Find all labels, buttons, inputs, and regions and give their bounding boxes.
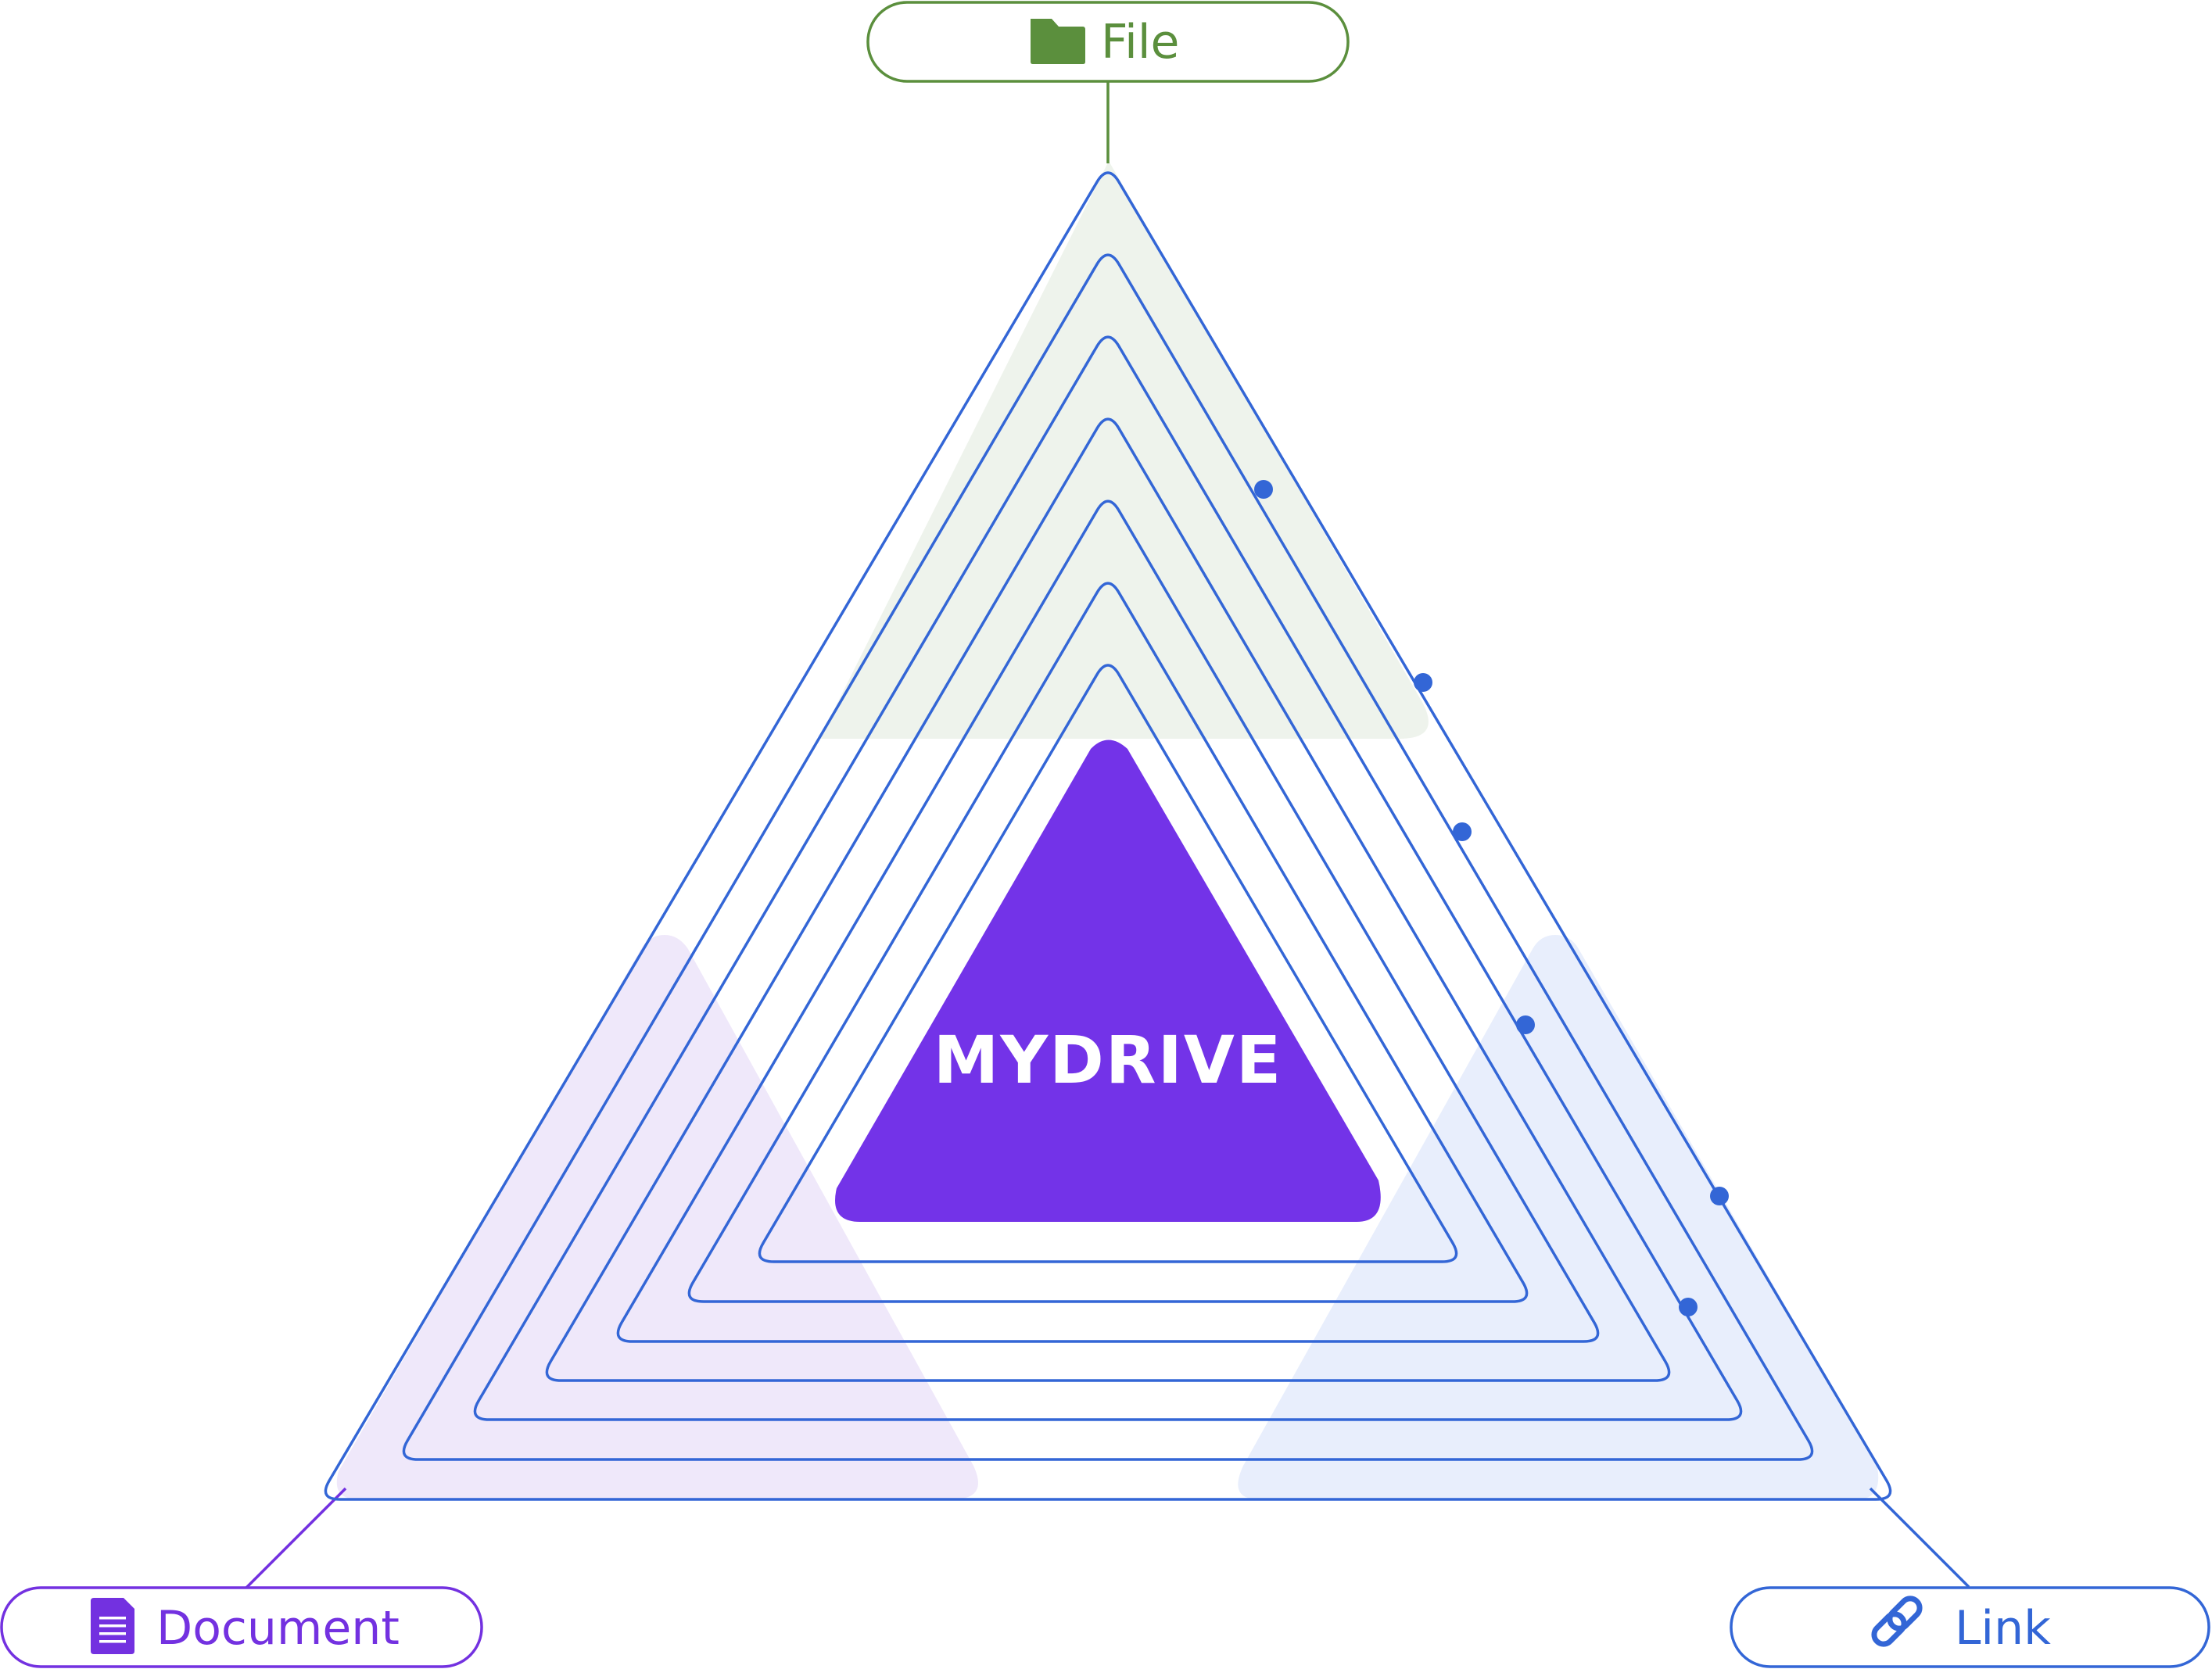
document-icon <box>91 1598 134 1654</box>
break-dots <box>1254 480 1729 1316</box>
center-triangle <box>835 740 1381 1222</box>
dot <box>1453 822 1472 841</box>
connectors <box>245 81 1970 1589</box>
nested-triangle-rings <box>324 171 1892 1501</box>
file-node[interactable]: File <box>866 1 1350 83</box>
triangle-ring <box>402 253 1814 1461</box>
folder-icon <box>1031 19 1085 64</box>
document-node[interactable]: Document <box>0 1586 483 1668</box>
document-connector <box>245 1487 347 1589</box>
triangle-ring <box>545 417 1671 1382</box>
file-label: File <box>1101 15 1179 70</box>
dot <box>1679 1298 1698 1316</box>
file-pill[interactable] <box>866 1 1350 83</box>
link-label: Link <box>1955 1601 2051 1656</box>
link-pill[interactable] <box>1730 1586 2210 1668</box>
dot <box>1516 1015 1535 1034</box>
link-connector <box>1869 1487 1970 1588</box>
link-zone <box>1238 935 1879 1499</box>
center-node: MYDRIVE <box>835 740 1381 1222</box>
triangle-ring <box>473 335 1743 1421</box>
dot <box>1254 480 1273 499</box>
link-node[interactable]: Link <box>1730 1586 2210 1668</box>
document-zone <box>336 935 978 1499</box>
dot <box>1414 673 1432 692</box>
center-label: MYDRIVE <box>934 1022 1282 1098</box>
triangle-ring <box>758 664 1458 1263</box>
triangle-ring <box>324 171 1892 1501</box>
zones <box>336 161 1879 1499</box>
dot <box>1710 1187 1729 1205</box>
triangle-ring <box>687 582 1529 1303</box>
triangle-ring <box>616 500 1600 1343</box>
file-zone <box>819 161 1429 739</box>
link-icon <box>1871 1596 1923 1647</box>
document-label: Document <box>156 1601 400 1656</box>
